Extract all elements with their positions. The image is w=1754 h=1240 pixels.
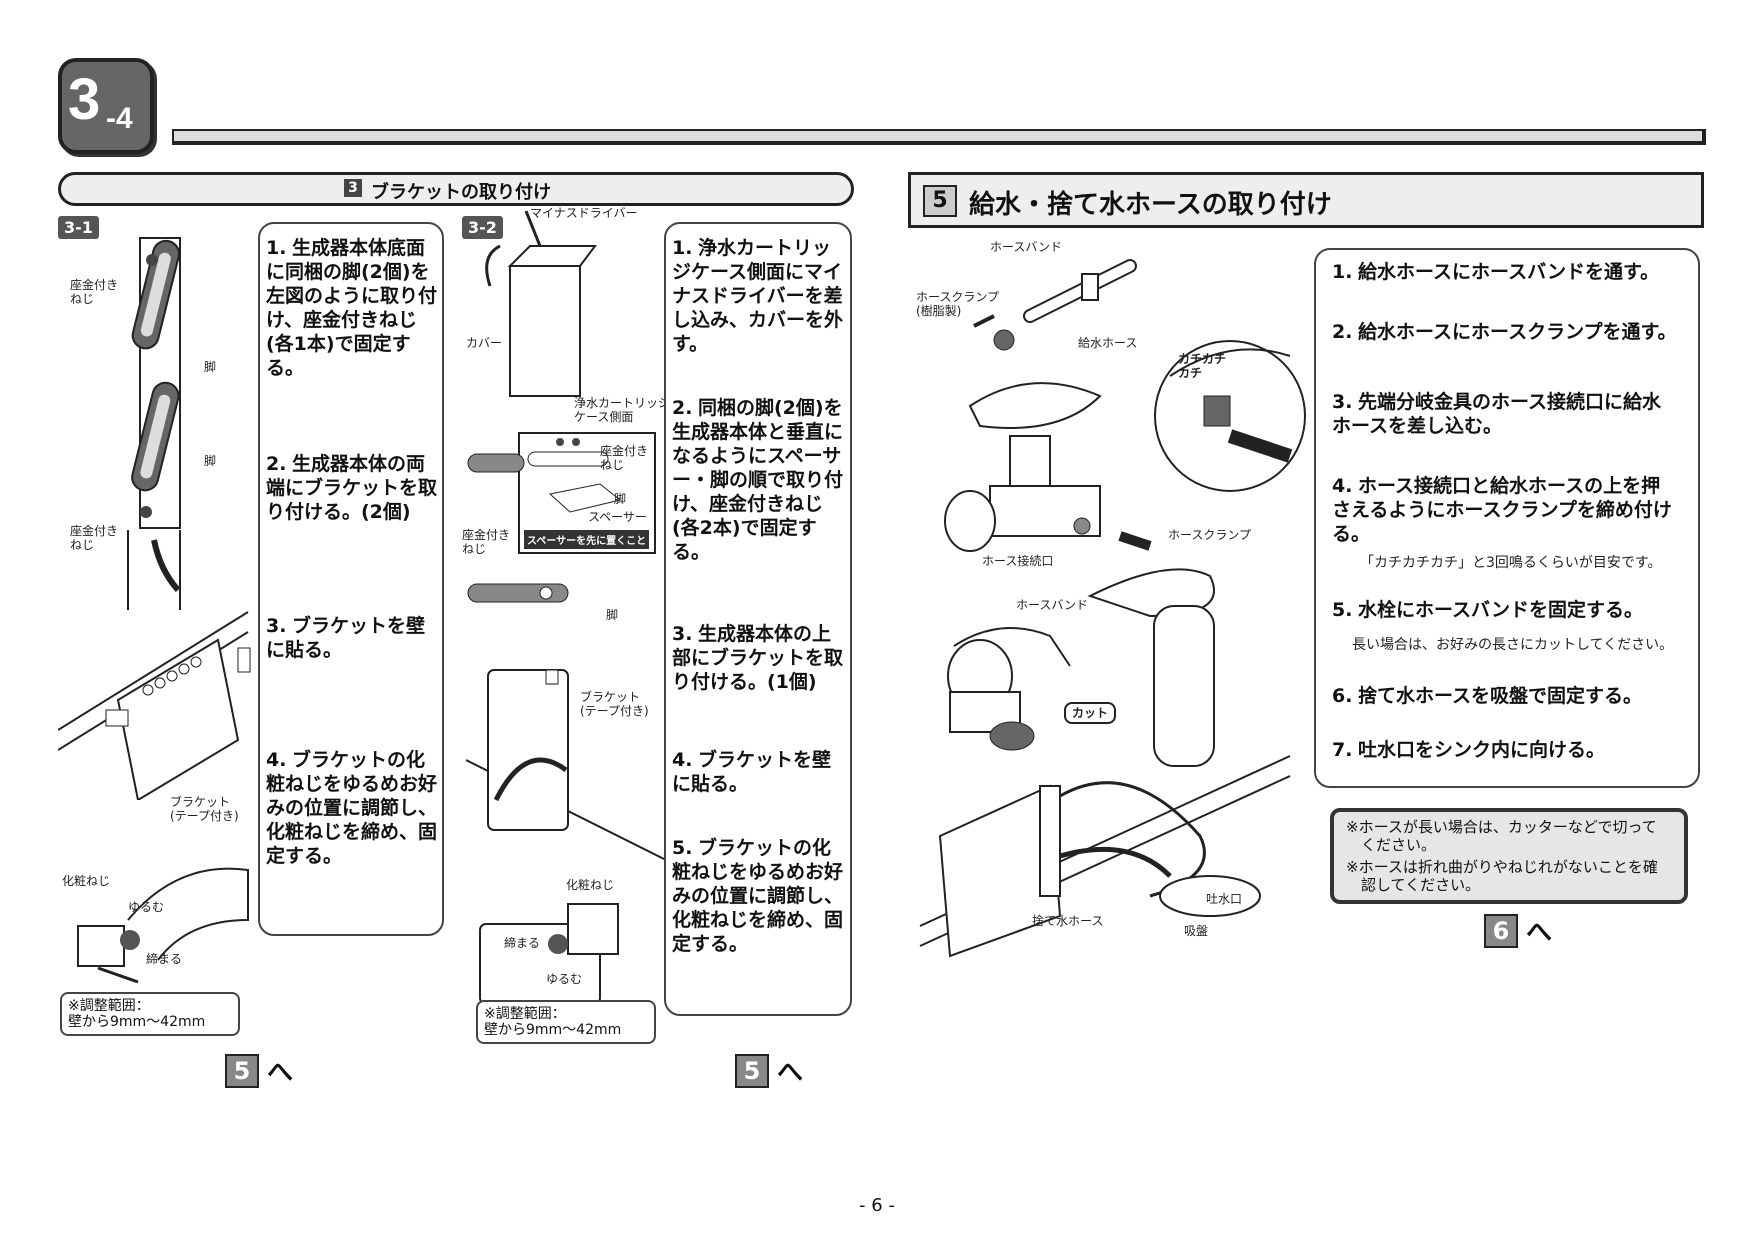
illustration-generator-bracket (58, 611, 251, 800)
label-hose-inlet: ホース接続口 (982, 554, 1054, 568)
step-5-5-note: 長い場合は、お好みの長さにカットしてください。 (1352, 637, 1674, 653)
label-cut: カット (1064, 702, 1117, 724)
goto-box: 6 (1484, 913, 1518, 948)
step-3-2-2: 2.同梱の脚(2個)を生成器本体と垂直になるようにスペーサー・脚の順で取り付け、… (672, 397, 844, 563)
step-5-1: 1.給水ホースにホースバンドを通す。 (1332, 261, 1660, 283)
step-3-2-3: 3.生成器本体の上部にブラケットを取り付ける。(1個) (672, 623, 844, 693)
goto-step-6[interactable]: 6 へ (1484, 912, 1552, 949)
label-bracket-tape-2: ブラケット (テープ付き) (580, 690, 649, 718)
right-section-header: 5 給水・捨て水ホースの取り付け (908, 172, 1704, 228)
step-5-2: 2.給水ホースにホースクランプを通す。 (1332, 321, 1677, 343)
subsection-tag-3-1: 3-1 (58, 216, 99, 239)
illustration-adjust-screw-2 (479, 903, 619, 1004)
step-3-2-5: 5.ブラケットの化粧ねじをゆるめお好みの位置に調節し、化粧ねじを締め、固定する。 (672, 837, 844, 955)
right-section-title: 給水・捨て水ホースの取り付け (969, 190, 1332, 220)
label-leg-3: 脚 (606, 608, 619, 622)
step-5-4: 4.ホース接続口と給水ホースの上を押さえるようにホースクランプを締め付ける。 (1332, 475, 1672, 545)
step-3-1-2: 2.生成器本体の両端にブラケットを取り付ける。(2個) (266, 453, 438, 523)
label-hose-band: ホースバンド (1016, 598, 1089, 612)
label-hose-clamp-resin: ホースクランプ (樹脂製) (916, 290, 1000, 318)
steps-box-5 (1314, 248, 1700, 788)
page-number: - 6 - (859, 1195, 895, 1216)
goto-box: 5 (225, 1053, 259, 1088)
left-section-number: 3 (344, 179, 362, 197)
step-5-7: 7.吐水口をシンク内に向ける。 (1332, 739, 1606, 761)
label-cartridge-side: 浄水カートリッジ ケース側面 (574, 396, 671, 424)
hose-note-2: ※ホースは折れ曲がりやねじれがないことを確 認してください。 (1346, 858, 1658, 894)
steps-box-3-1 (258, 222, 444, 936)
label-decor-screw-2: 化粧ねじ (566, 878, 615, 892)
label-washer-screw-top: 座金付き ねじ (70, 278, 119, 306)
goto-box: 5 (735, 1053, 769, 1088)
label-washer-screw-3: 座金付き ねじ (462, 528, 511, 556)
left-section-header: 3 ブラケットの取り付け (58, 172, 854, 206)
label-drain-hose: 捨て水ホース (1032, 914, 1104, 928)
label-suction: 吸盤 (1184, 924, 1209, 938)
goto-step-5-mid[interactable]: 5 へ (735, 1052, 803, 1089)
step-3-2-1: 1.浄水カートリッジケース側面にマイナスドライバーを差し込み、カバーを外す。 (672, 237, 844, 355)
section-badge-main: 3 (68, 67, 101, 132)
step-3-1-1: 1.生成器本体底面に同梱の脚(2個)を左図のように取り付け、座金付きねじ(各1本… (266, 237, 438, 379)
subsection-tag-3-2: 3-2 (462, 216, 503, 239)
hose-note-1: ※ホースが長い場合は、カッターなどで切って ください。 (1346, 818, 1657, 854)
step-5-6: 6.捨て水ホースを吸盤で固定する。 (1332, 685, 1643, 707)
label-leg-bottom: 脚 (204, 454, 217, 468)
step-3-1-4: 4.ブラケットの化粧ねじをゆるめお好みの位置に調節し、化粧ねじを締め、固定する。 (266, 749, 438, 867)
goto-text: へ (777, 1058, 804, 1088)
illustration-cover-removal (485, 210, 597, 397)
label-tighten: 締まる (146, 952, 183, 966)
label-spacer: スペーサー (588, 510, 647, 524)
label-spacer-first: スペーサーを先に置くこと (524, 530, 650, 549)
label-supply-hose: 給水ホース (1078, 336, 1138, 350)
label-tighten-2: 締まる (504, 936, 541, 950)
goto-step-5-left[interactable]: 5 へ (225, 1052, 293, 1089)
spacer-detail-box: スペーサーを先に置くこと (518, 432, 656, 554)
step-3-1-3: 3.ブラケットを壁に貼る。 (266, 615, 426, 661)
illustration-adjust-screw (77, 867, 249, 984)
label-screwdriver: マイナスドライバー (530, 206, 638, 220)
illustration-generator-upright (466, 669, 666, 861)
header-rule (172, 129, 1706, 145)
label-leg-top: 脚 (204, 360, 217, 374)
step-5-4-note: 「カチカチカチ」と3回鳴るくらいが目安です。 (1360, 555, 1662, 571)
range-note-3-1: ※調整範囲： 壁から9mm〜42mm (60, 992, 240, 1036)
illustration-spacer (527, 438, 622, 513)
label-hose-clamp: ホースクランプ (1168, 528, 1252, 542)
step-3-2-4: 4.ブラケットを壁に貼る。 (672, 749, 832, 795)
illustration-legs (127, 237, 181, 610)
label-decor-screw: 化粧ねじ (62, 874, 111, 888)
goto-text: へ (267, 1058, 294, 1088)
right-section-number: 5 (923, 185, 957, 217)
step-5-5: 5.水栓にホースバンドを固定する。 (1332, 599, 1644, 621)
label-click-sound: カチカチ カチ (1178, 352, 1227, 380)
label-cover: カバー (466, 336, 503, 350)
section-badge: 3 -4 (58, 58, 154, 154)
label-bracket-tape: ブラケット (テープ付き) (170, 795, 239, 823)
range-note-3-2: ※調整範囲： 壁から9mm〜42mm (476, 1000, 656, 1044)
label-washer-screw-bottom: 座金付き ねじ (70, 524, 119, 552)
step-5-3: 3.先端分岐金具のホース接続口に給水ホースを差し込む。 (1332, 391, 1662, 437)
steps-box-3-2 (664, 222, 852, 1016)
left-section-title: ブラケットの取り付け (371, 182, 551, 203)
hose-notes-box: ※ホースが長い場合は、カッターなどで切って ください。 ※ホースは折れ曲がりやね… (1330, 808, 1688, 904)
illustration-bracket-legs (467, 453, 569, 603)
label-loosen: ゆるむ (128, 900, 165, 914)
goto-text: へ (1526, 918, 1553, 948)
label-hose-band-top: ホースバンド (990, 240, 1063, 254)
label-leg-2: 脚 (614, 492, 627, 506)
label-loosen-2: ゆるむ (546, 972, 583, 986)
illustration-hose-installation (919, 259, 1306, 958)
label-washer-screw-2: 座金付き ねじ (600, 444, 649, 472)
label-spout: 吐水口 (1206, 892, 1243, 906)
section-badge-sub: -4 (106, 102, 133, 135)
